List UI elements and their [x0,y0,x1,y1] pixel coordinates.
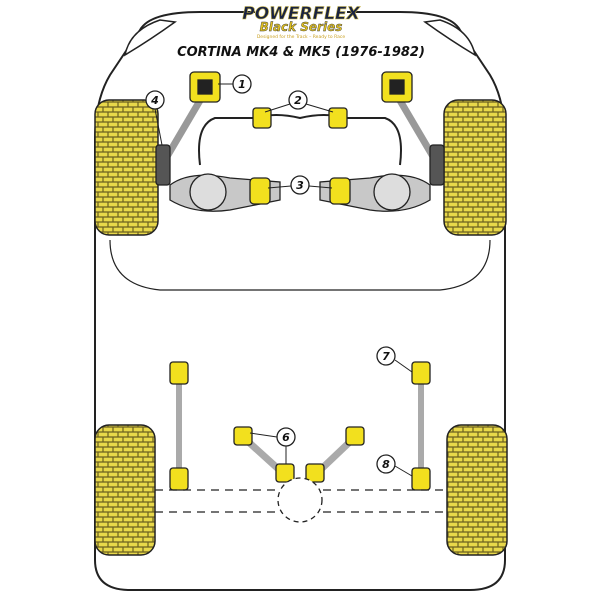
svg-text:3: 3 [296,179,304,192]
wheel-front-left [94,99,159,236]
wheel-front-right [443,99,507,236]
svg-text:6: 6 [282,431,290,444]
wheel-arch-line [109,239,491,291]
svg-text:7: 7 [382,350,390,363]
callout-4: 4 [145,90,165,146]
svg-text:2: 2 [294,94,302,107]
callout-1: 1 [218,74,252,94]
page-title: CORTINA MK4 & MK5 (1976-1982) [177,45,425,60]
wheel-rear-right [446,424,508,556]
rear-suspension [155,361,445,523]
svg-text:8: 8 [382,458,390,471]
callout-2: 2 [264,90,334,113]
front-suspension [155,71,445,212]
callout-8: 8 [376,454,413,477]
svg-text:Black Series: Black Series [260,20,343,34]
svg-text:4: 4 [150,94,159,107]
powerflex-logo: POWERFLEX Black Series Designed for the … [242,4,361,40]
headlight-right [423,19,477,57]
callout-6: 6 [249,427,296,464]
wheel-rear-left [94,424,156,556]
callout-3: 3 [267,175,333,195]
svg-text:POWERFLEX: POWERFLEX [242,4,360,24]
svg-text:Designed for the Track – Ready: Designed for the Track – Ready to Race [257,34,346,40]
headlight-left [123,19,177,57]
callout-7: 7 [376,346,413,373]
svg-text:1: 1 [238,78,246,91]
